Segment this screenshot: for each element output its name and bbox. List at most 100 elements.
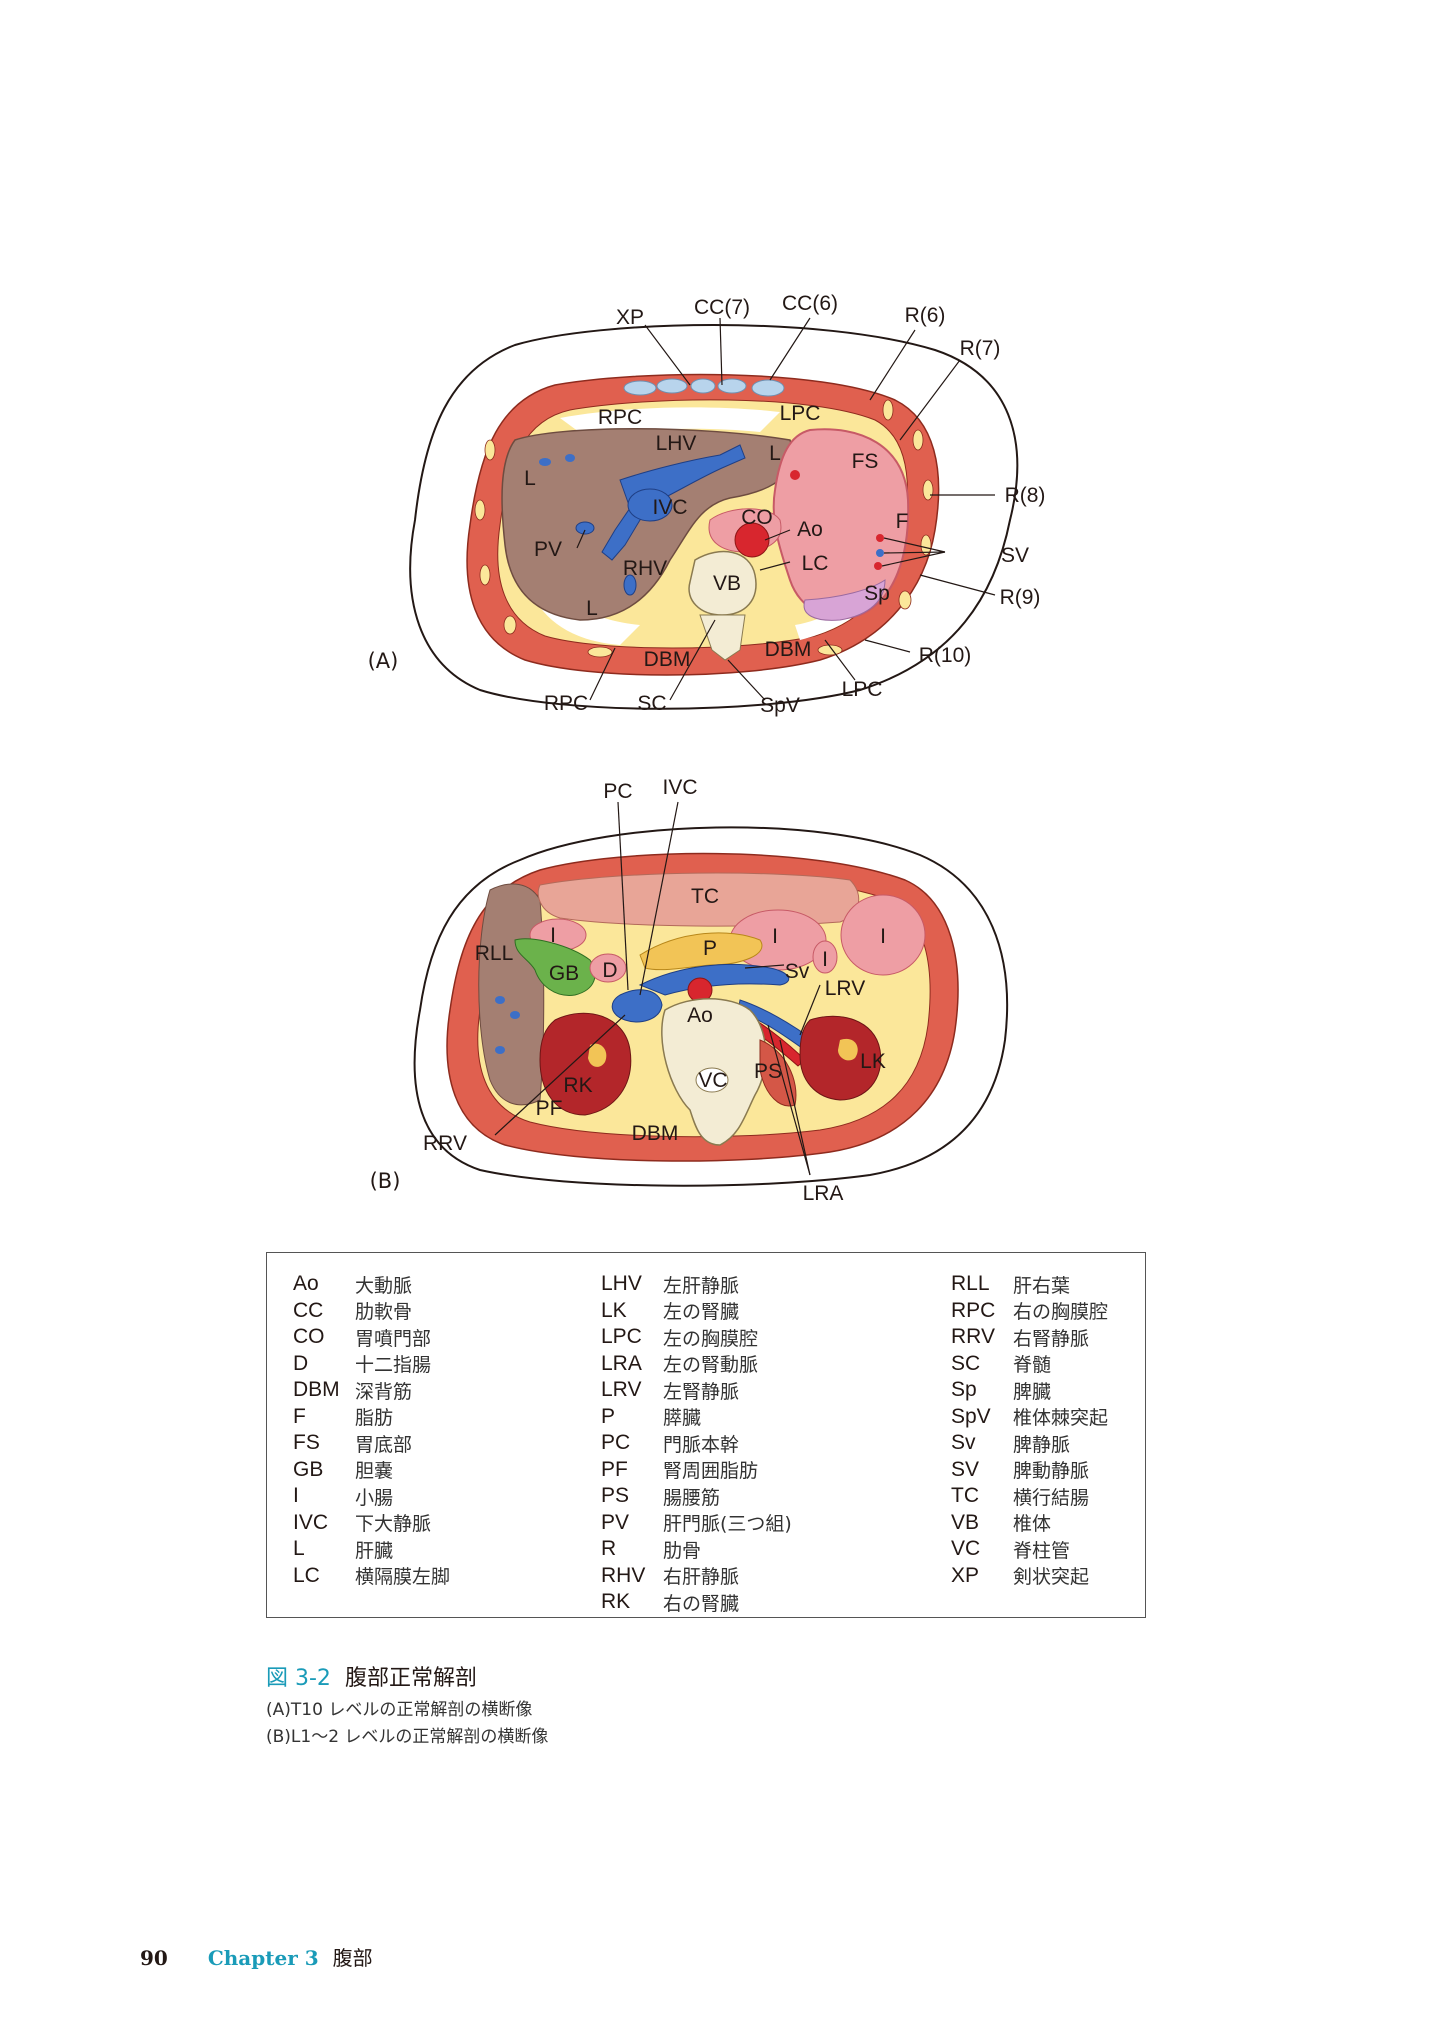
legend-abbr: Sv (951, 1431, 976, 1455)
label-lpc-top: LPC (780, 402, 821, 425)
legend-term: 腎周囲脂肪 (663, 1460, 759, 1483)
legend-abbr: F (293, 1404, 306, 1428)
label-tc: TC (691, 885, 719, 908)
legend-abbr: RLL (951, 1272, 990, 1296)
legend-term: 腸腰筋 (663, 1486, 721, 1509)
label-ivc: IVC (652, 496, 687, 519)
legend-abbr: PS (601, 1484, 630, 1508)
label-p: P (703, 937, 717, 960)
label-rll: RLL (475, 942, 514, 965)
vein-dot-b1 (495, 996, 505, 1004)
legend-term: 門脈本幹 (663, 1433, 740, 1456)
label-rhv: RHV (623, 557, 667, 580)
label-pv: PV (534, 538, 562, 561)
legend-term: 胃底部 (355, 1433, 413, 1456)
legend-term: 左肝静脈 (663, 1274, 740, 1297)
legend-term: 小腸 (355, 1486, 394, 1509)
duodenum-b (589, 953, 627, 983)
label-i-4: I (880, 925, 886, 948)
legend-term: 胆嚢 (355, 1460, 394, 1483)
label-l-1: L (524, 467, 536, 490)
legend-abbr: Sp (951, 1378, 977, 1402)
legend-entry: RLL 肝右葉 (951, 1271, 1108, 1298)
sv-dot-2 (876, 549, 884, 557)
legend-term: 横隔膜左脚 (355, 1566, 451, 1589)
label-i-1: I (550, 924, 556, 947)
left-renal-sinus-b (838, 1038, 858, 1061)
label-co: CO (741, 506, 773, 529)
sv-dot-1 (876, 534, 884, 542)
spleen-a (803, 579, 886, 621)
legend-abbr: CC (293, 1298, 324, 1322)
legend-term: 十二指腸 (355, 1354, 432, 1377)
label-spv: SpV (760, 694, 800, 717)
legend-term: 肋軟骨 (355, 1301, 413, 1324)
label-lrv: LRV (825, 977, 865, 1000)
panel-label-a: (A) (368, 649, 399, 673)
legend-abbr: RRV (951, 1325, 995, 1349)
legend-term: 深背筋 (355, 1380, 413, 1403)
legend-entry: CC 肋軟骨 (293, 1298, 450, 1325)
label-lpc-bot: LPC (842, 678, 883, 701)
vein-dot-a1 (623, 574, 637, 596)
intestine-b4 (840, 894, 926, 976)
legend-term: 左の腎臓 (663, 1301, 740, 1324)
legend-abbr: L (293, 1537, 305, 1561)
pv-a (575, 521, 595, 535)
legend-term: 脊髄 (1013, 1354, 1052, 1377)
figure-a-drawing: XP CC(7) CC(6) R(6) R(7) RPC LPC LHV L L… (368, 292, 1046, 717)
label-r10: R(10) (919, 644, 972, 667)
label-sc: SC (637, 692, 666, 715)
pancreas-b (639, 932, 763, 971)
legend-entry: RRV 右腎静脈 (951, 1324, 1108, 1351)
legend-term: 脂肪 (355, 1407, 394, 1430)
panel-label-b: (B) (370, 1169, 401, 1193)
chapter-label: Chapter 3 (207, 1946, 319, 1970)
legend-entry: RK 右の腎臓 (601, 1589, 792, 1616)
liver-right-lobe-b (478, 883, 545, 1106)
legend-abbr: RHV (601, 1563, 646, 1587)
right-renal-sinus-b (588, 1043, 607, 1067)
caption-line-a: (A)T10 レベルの正常解剖の横断像 (266, 1700, 533, 1720)
legend-term: 肝右葉 (1013, 1274, 1071, 1297)
vertebral-body-a (688, 550, 757, 616)
legend-abbr: DBM (293, 1378, 340, 1402)
legend-abbr: RK (601, 1590, 631, 1614)
legend-term: 右の腎臓 (663, 1592, 740, 1615)
legend-term: 右腎静脈 (1013, 1327, 1090, 1350)
label-i-2: I (772, 925, 778, 948)
figure-number: 図 3-2 (266, 1666, 331, 1691)
legend-abbr: RPC (951, 1298, 996, 1322)
legend-term: 膵臓 (663, 1407, 702, 1430)
label-vc: VC (698, 1069, 727, 1092)
ivc-a (627, 488, 673, 522)
label-i-3: I (822, 948, 828, 971)
chapter-title: 腹部 (332, 1946, 373, 1970)
label-rk: RK (563, 1074, 592, 1097)
label-r6: R(6) (905, 304, 946, 327)
legend-term: 左の胸膜腔 (663, 1327, 759, 1350)
label-lra: LRA (803, 1182, 844, 1205)
label-d: D (602, 959, 617, 982)
legend-abbr: SpV (951, 1404, 991, 1428)
legend-abbr: XP (951, 1563, 980, 1587)
label-cc7: CC(7) (694, 296, 750, 319)
label-l-3: L (586, 597, 598, 620)
vein-dot-b3 (495, 1046, 505, 1054)
vein-dot-a3 (565, 454, 575, 462)
legend-entry: DBM 深背筋 (293, 1377, 450, 1404)
label-ao: Ao (797, 518, 823, 541)
